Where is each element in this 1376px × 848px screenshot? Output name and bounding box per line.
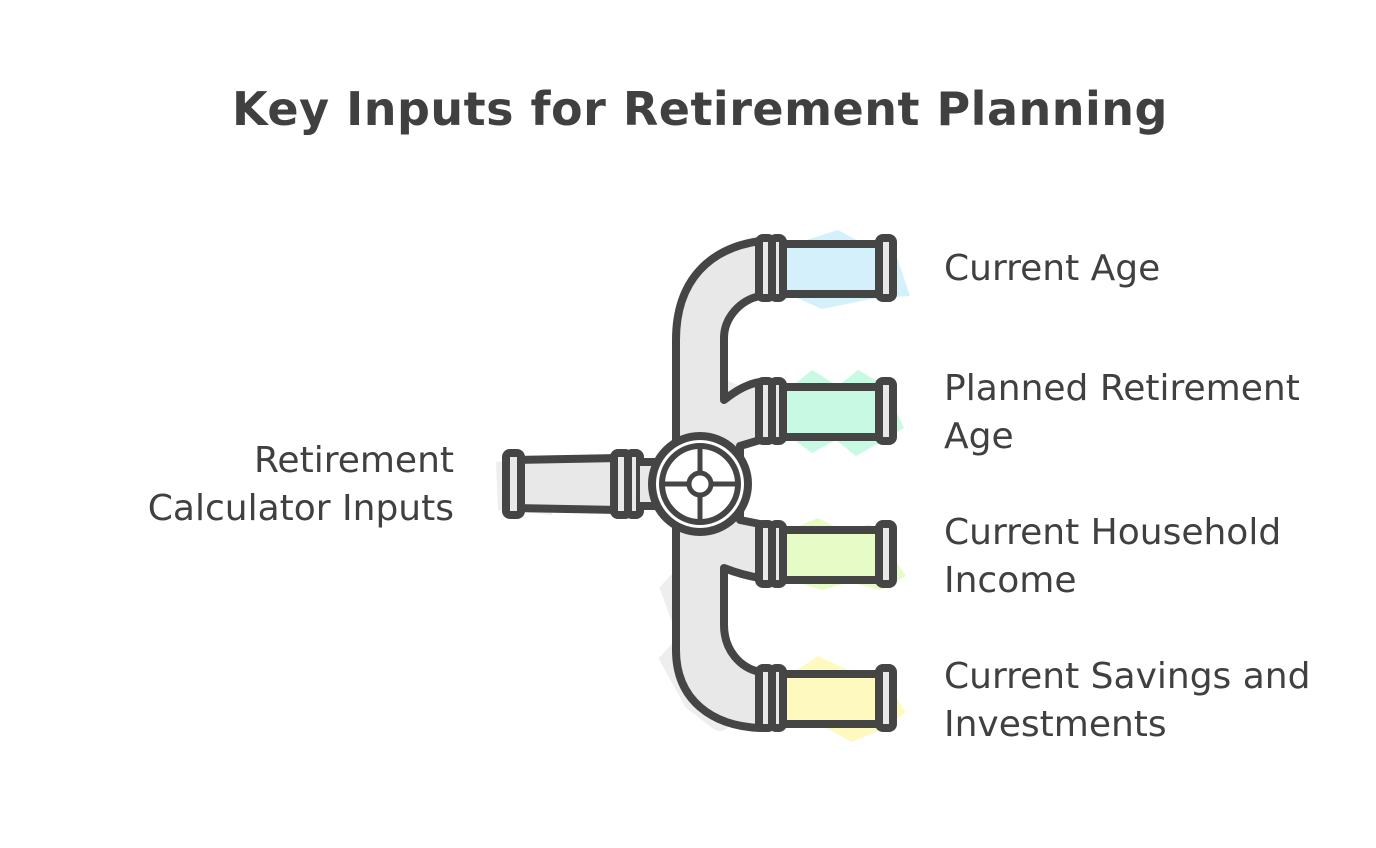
output-label-line-1: Planned Retirement xyxy=(944,368,1300,409)
output-label-line-2: Investments xyxy=(944,704,1167,745)
output-pipe-savings-investments xyxy=(755,664,897,732)
valve-wheel xyxy=(648,432,752,536)
output-label-household-income: Current Household Income xyxy=(944,509,1281,605)
input-label-line-2: Calculator Inputs xyxy=(147,488,454,529)
input-label-line-1: Retirement xyxy=(254,440,454,481)
output-label-planned-retirement-age: Planned Retirement Age xyxy=(944,365,1300,461)
output-label-savings-investments: Current Savings and Investments xyxy=(944,653,1310,749)
output-label-line-1: Current Household xyxy=(944,512,1282,553)
output-pipe-current-age xyxy=(755,234,897,302)
output-pipes xyxy=(755,234,897,732)
input-pipe xyxy=(502,449,664,519)
output-pipe-household-income xyxy=(755,520,897,588)
output-pipe-planned-retirement-age xyxy=(755,377,897,445)
output-label-line-2: Income xyxy=(944,560,1077,601)
input-label: Retirement Calculator Inputs xyxy=(148,437,454,533)
output-label-current-age: Current Age xyxy=(944,245,1160,293)
diagram-title: Key Inputs for Retirement Planning xyxy=(232,82,1168,136)
output-label-line-1: Current Savings and xyxy=(944,656,1311,697)
output-label-line-2: Age xyxy=(944,416,1014,457)
output-label-line-1: Current Age xyxy=(944,248,1161,289)
